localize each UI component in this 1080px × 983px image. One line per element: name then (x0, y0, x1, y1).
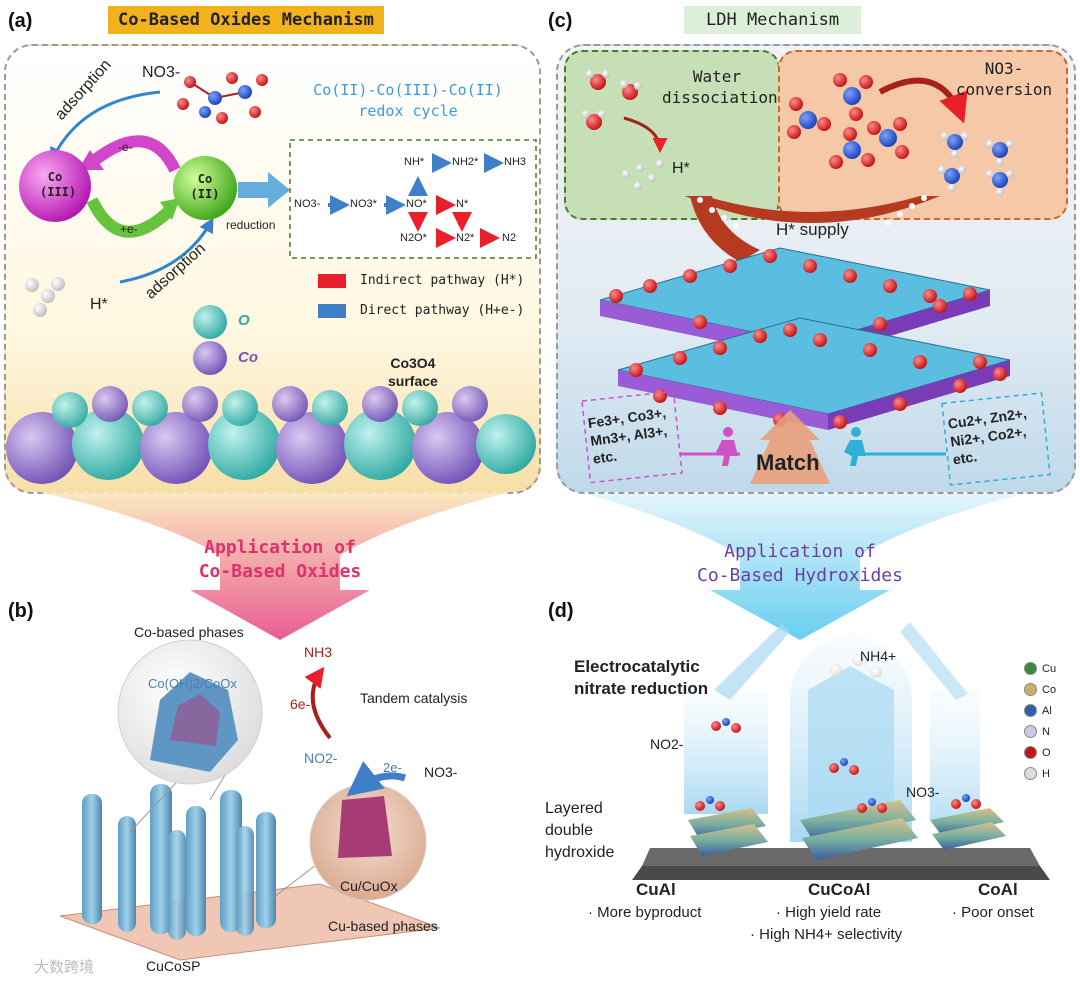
plus-e-label: +e- (120, 222, 138, 236)
minus-e-label: -e- (118, 140, 133, 154)
nh3-b-label: NH3 (304, 644, 333, 660)
pw-nh3: NH3 (504, 156, 527, 168)
legend-direct-label: Direct pathway (H+e-) (360, 303, 525, 318)
panel-c-label: (c) (548, 10, 573, 32)
legend-dot-o (1024, 746, 1037, 759)
legend-item-al: Al (1024, 700, 1056, 721)
panel-a-title: Co-Based Oxides Mechanism (108, 6, 384, 34)
co-phases-label: Co-based phases (134, 624, 244, 640)
cucoal-label: CuCoAl (808, 880, 871, 899)
no2-d-label: NO2- (650, 736, 684, 752)
redox-cycle-label: Co(II)-Co(III)-Co(II)redox cycle (313, 81, 503, 120)
reduction-label: reduction (226, 218, 276, 232)
cual-note: · More byproduct (588, 904, 702, 921)
no2-b-label: NO2- (304, 750, 338, 766)
pw-n2: N2 (502, 232, 517, 244)
panel-c-title: LDH Mechanism (684, 6, 862, 34)
nh4-label: NH4+ (860, 648, 897, 664)
o-legend-label: O (238, 312, 250, 329)
cucoal-note-1: · High yield rate (776, 904, 882, 921)
pw-n2o: N2O* (400, 232, 427, 244)
co-legend-label: Co (238, 349, 258, 366)
h-star-label: H* (90, 296, 108, 313)
pw-n2star: N2* (456, 232, 475, 244)
pw-nh2: NH2* (452, 156, 479, 168)
legend-text: H (1042, 767, 1050, 780)
legend-item-h: H (1024, 763, 1056, 784)
cu-phases-label: Cu-based phases (328, 918, 438, 934)
coal-note: · Poor onset (952, 904, 1034, 921)
legend-item-n: N (1024, 721, 1056, 742)
watermark: 大数跨境 (34, 959, 95, 976)
match-label: Match (756, 450, 820, 475)
no3-conversion-label: NO3-conversion (955, 59, 1053, 99)
no3-d-label: NO3- (906, 784, 940, 800)
legend-dot-al (1024, 704, 1037, 717)
legend-item-cu: Cu (1024, 658, 1056, 679)
legend-text: O (1042, 746, 1051, 759)
pw-n: N* (456, 198, 469, 210)
cucoal-note-2: · High NH4+ selectivity (750, 926, 903, 943)
co2-sphere-label: Co(II) (190, 172, 220, 201)
legend-text: Al (1042, 704, 1052, 717)
h-supply-label: H* supply (776, 220, 849, 239)
pw-no: NO* (406, 198, 427, 210)
pw-no3b: NO3* (350, 198, 377, 210)
legend-dot-co (1024, 683, 1037, 696)
co-oh-label: Co(OH)2/CoOx (148, 676, 237, 691)
legend-text: N (1042, 725, 1050, 738)
cucosp-label: CuCoSP (146, 958, 201, 974)
cu-cuo-label: Cu/CuOx (340, 878, 398, 894)
legend-indirect-swatch (318, 274, 346, 288)
legend-dot-cu (1024, 662, 1037, 675)
no3-b-label: NO3- (424, 764, 458, 780)
panel-a-label: (a) (8, 10, 33, 32)
legend-text: Co (1042, 683, 1057, 696)
cual-label: CuAl (636, 880, 676, 899)
panel-b-label: (b) (8, 600, 34, 622)
no3-label: NO3- (142, 64, 181, 81)
h-star-c-label: H* (672, 160, 690, 177)
legend-indirect-label: Indirect pathway (H*) (360, 273, 525, 288)
six-e-label: 6e- (290, 696, 311, 712)
legend-dot-n (1024, 725, 1037, 738)
pw-no3a: NO3- (294, 198, 321, 210)
two-e-label: 2e- (383, 760, 402, 775)
legend-text: Cu (1042, 662, 1057, 675)
legend-item-co: Co (1024, 679, 1056, 700)
legend-item-o: O (1024, 742, 1056, 763)
legend-dot-h (1024, 767, 1037, 780)
co3-sphere-label: Co(III) (40, 170, 77, 199)
tandem-label: Tandem catalysis (360, 690, 468, 706)
legend-direct-swatch (318, 304, 346, 318)
coal-label: CoAl (978, 880, 1018, 899)
panel-d-label: (d) (548, 600, 574, 622)
pw-nh: NH* (404, 156, 425, 168)
